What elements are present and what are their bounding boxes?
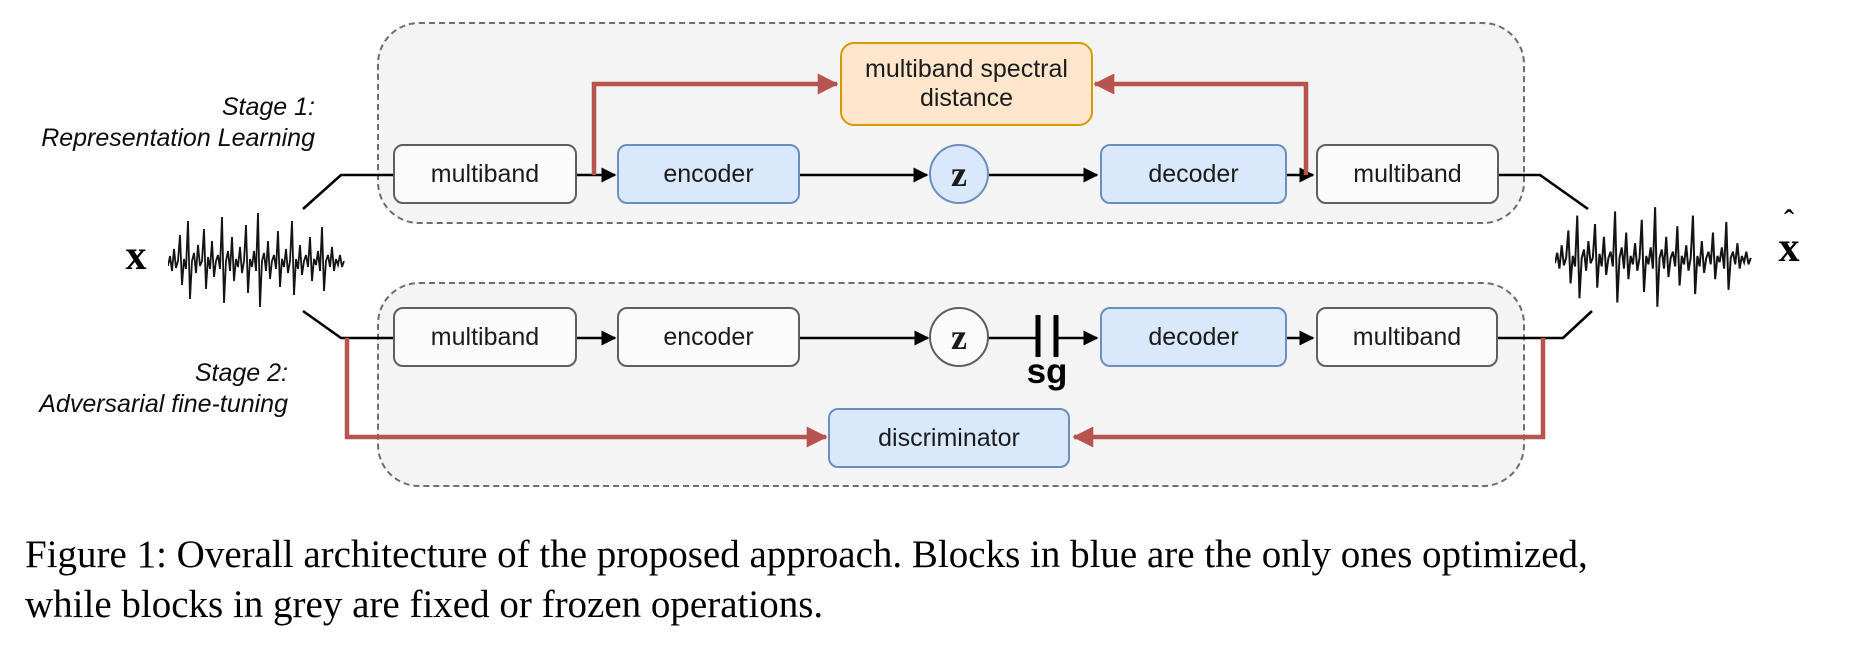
stage1-label: Stage 1: Representation Learning bbox=[30, 92, 315, 154]
stop-gradient-label: sg bbox=[1026, 352, 1068, 391]
figure-caption-line1: Figure 1: Overall architecture of the pr… bbox=[25, 533, 1588, 576]
stage1-decoder-box: decoder bbox=[1100, 144, 1287, 204]
loss-arrow-from-decoder bbox=[1093, 73, 1309, 175]
input-signal-label: x bbox=[125, 233, 147, 279]
stage2-output-line bbox=[1498, 310, 1593, 340]
stage1-input-line bbox=[302, 173, 393, 210]
stage2-label: Stage 2: Adversarial fine-tuning bbox=[30, 358, 288, 420]
stage2-multiband-in-box: multiband bbox=[393, 307, 577, 367]
multiband-spectral-distance-box: multiband spectral distance bbox=[840, 42, 1093, 126]
stage2-input-line bbox=[302, 309, 393, 340]
stage1-encoder-box: encoder bbox=[617, 144, 800, 204]
stage1-label-line1: Stage 1: bbox=[221, 93, 315, 121]
discriminator-arrow-from-output bbox=[1072, 338, 1546, 448]
stage2-decoder-box: decoder bbox=[1100, 307, 1287, 367]
discriminator-arrow-from-input bbox=[344, 338, 828, 448]
loss-arrow-from-input bbox=[591, 73, 839, 175]
stage1-multiband-out-box: multiband bbox=[1316, 144, 1499, 204]
stage2-label-line2: Adversarial fine-tuning bbox=[39, 390, 288, 418]
stage2-encoder-box: encoder bbox=[617, 307, 800, 367]
stage1-label-line2: Representation Learning bbox=[41, 124, 315, 152]
output-signal-label: ˆ x bbox=[1766, 204, 1812, 271]
output-signal-hat: ˆ bbox=[1784, 204, 1794, 237]
stage1-output-line bbox=[1499, 173, 1589, 211]
stage2-label-line1: Stage 2: bbox=[194, 359, 288, 387]
output-signal-base: x bbox=[1778, 225, 1800, 271]
figure-caption: Figure 1: Overall architecture of the pr… bbox=[25, 530, 1588, 630]
stage2-latent-node: z bbox=[929, 307, 989, 367]
stage1-latent-node: z bbox=[929, 144, 989, 204]
output-waveform bbox=[1555, 207, 1752, 307]
input-waveform bbox=[168, 212, 345, 308]
stage2-multiband-out-box: multiband bbox=[1316, 307, 1498, 367]
figure-caption-line2: while blocks in grey are fixed or frozen… bbox=[25, 583, 824, 626]
discriminator-box: discriminator bbox=[828, 408, 1070, 468]
stage1-multiband-in-box: multiband bbox=[393, 144, 577, 204]
